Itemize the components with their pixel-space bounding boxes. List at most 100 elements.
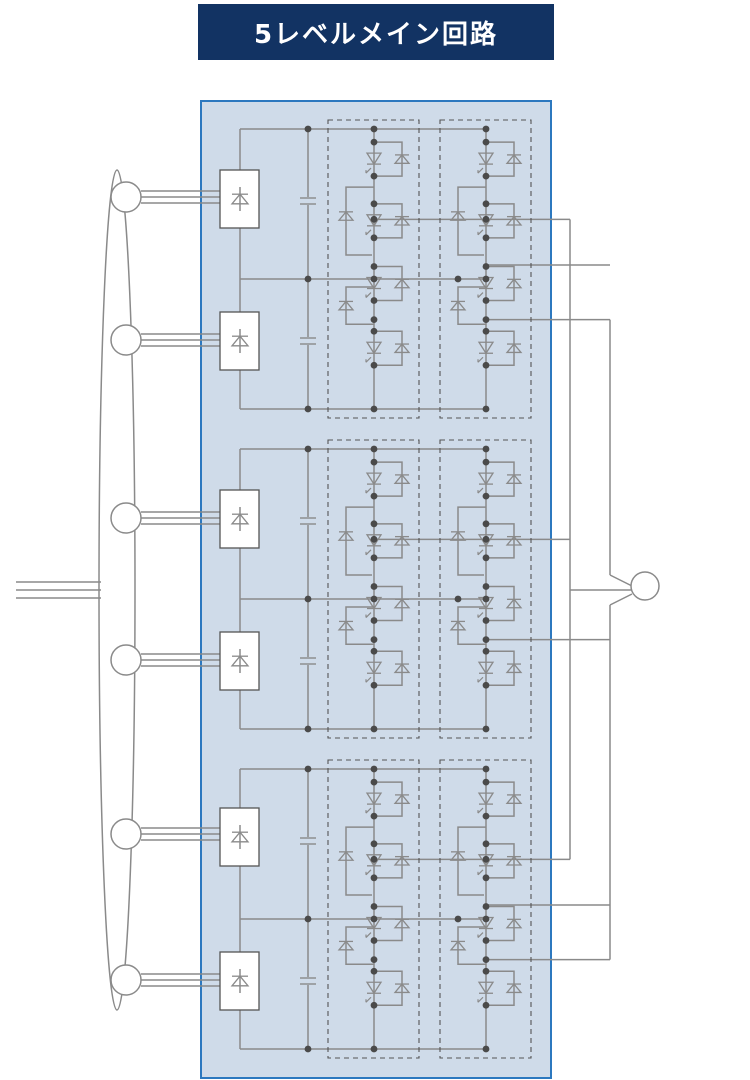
diode-icon bbox=[393, 598, 411, 609]
capacitor-icon bbox=[300, 977, 316, 985]
junction-node bbox=[370, 956, 378, 964]
junction-nodes bbox=[304, 125, 490, 1053]
wire bbox=[374, 461, 403, 497]
diode-icon bbox=[337, 530, 355, 541]
igbt-icon bbox=[477, 472, 495, 494]
junction-node bbox=[482, 725, 490, 733]
igbt-icon bbox=[477, 534, 495, 556]
diode-icon bbox=[505, 473, 523, 484]
capacitor-gap bbox=[300, 517, 316, 525]
junction-node bbox=[304, 125, 312, 133]
transformer-icon bbox=[98, 169, 136, 1011]
junction-node bbox=[370, 554, 378, 562]
junction-node bbox=[482, 172, 490, 180]
junction-node bbox=[482, 492, 490, 500]
transformer-winding-icon bbox=[110, 644, 142, 676]
junction-node bbox=[370, 874, 378, 882]
junction-node bbox=[482, 200, 490, 208]
junction-node bbox=[482, 874, 490, 882]
igbt-icon bbox=[477, 792, 495, 814]
igbt-icon bbox=[477, 152, 495, 174]
igbt-icon bbox=[365, 341, 383, 363]
junction-node bbox=[482, 778, 490, 786]
capacitor-gap bbox=[300, 337, 316, 345]
junction-node bbox=[482, 636, 490, 644]
wire bbox=[486, 585, 515, 622]
junction-node bbox=[454, 915, 462, 923]
junction-node bbox=[454, 275, 462, 283]
phase-module bbox=[327, 439, 420, 739]
junction-node bbox=[482, 617, 490, 624]
junction-node bbox=[370, 681, 378, 689]
phase-module bbox=[439, 119, 532, 419]
wire bbox=[457, 826, 486, 896]
wire bbox=[374, 843, 403, 879]
junction-node bbox=[370, 812, 378, 820]
junction-node bbox=[370, 316, 378, 324]
junction-node bbox=[482, 915, 490, 923]
junction-node bbox=[482, 647, 490, 655]
wire bbox=[486, 203, 515, 239]
junction-node bbox=[304, 275, 312, 283]
junction-node bbox=[370, 445, 378, 453]
junction-node bbox=[482, 215, 490, 223]
diode-icon bbox=[449, 210, 467, 221]
junction-node bbox=[370, 1045, 378, 1053]
wire bbox=[457, 506, 486, 576]
wire bbox=[345, 186, 374, 256]
junction-node bbox=[482, 765, 490, 773]
junction-node bbox=[370, 1001, 378, 1009]
diode-icon bbox=[393, 278, 411, 289]
wire bbox=[486, 843, 515, 879]
junction-node bbox=[370, 765, 378, 773]
wire bbox=[486, 141, 515, 177]
capacitor-icon bbox=[300, 517, 316, 525]
junction-node bbox=[482, 535, 490, 543]
junction-node bbox=[370, 492, 378, 500]
junction-node bbox=[482, 316, 490, 324]
junction-node bbox=[482, 595, 490, 603]
junction-node bbox=[370, 840, 378, 848]
junction-node bbox=[482, 583, 490, 590]
transformer-winding-icon bbox=[110, 818, 142, 850]
wire bbox=[345, 826, 374, 896]
junction-node bbox=[370, 855, 378, 863]
capacitor-gap bbox=[300, 977, 316, 985]
junction-node bbox=[304, 445, 312, 453]
capacitor-icon bbox=[300, 197, 316, 205]
junction-node bbox=[482, 458, 490, 466]
junction-node bbox=[370, 458, 378, 466]
diode-icon bbox=[393, 473, 411, 484]
junction-node bbox=[482, 445, 490, 453]
wire bbox=[345, 606, 374, 645]
capacitor-gap bbox=[300, 837, 316, 845]
junction-node bbox=[370, 903, 378, 910]
wire bbox=[345, 926, 374, 965]
junction-node bbox=[370, 583, 378, 590]
diode-icon bbox=[505, 663, 523, 674]
junction-node bbox=[304, 765, 312, 773]
igbt-icon bbox=[365, 981, 383, 1003]
igbt-icon bbox=[365, 792, 383, 814]
junction-node bbox=[482, 138, 490, 146]
wire bbox=[486, 781, 515, 817]
igbt-icon bbox=[477, 661, 495, 683]
diode-icon bbox=[393, 343, 411, 354]
junction-node bbox=[370, 535, 378, 543]
transformer-winding-icon bbox=[110, 181, 142, 213]
wire bbox=[457, 286, 486, 325]
diode-icon bbox=[505, 278, 523, 289]
wire bbox=[345, 286, 374, 325]
wire bbox=[374, 141, 403, 177]
capacitor-gap bbox=[300, 197, 316, 205]
junction-node bbox=[482, 275, 490, 283]
junction-node bbox=[454, 595, 462, 603]
junction-node bbox=[370, 297, 378, 304]
igbt-icon bbox=[477, 341, 495, 363]
wire bbox=[374, 523, 403, 559]
junction-node bbox=[482, 234, 490, 242]
phase-module bbox=[327, 119, 420, 419]
phase-module bbox=[327, 759, 420, 1059]
junction-node bbox=[370, 647, 378, 655]
